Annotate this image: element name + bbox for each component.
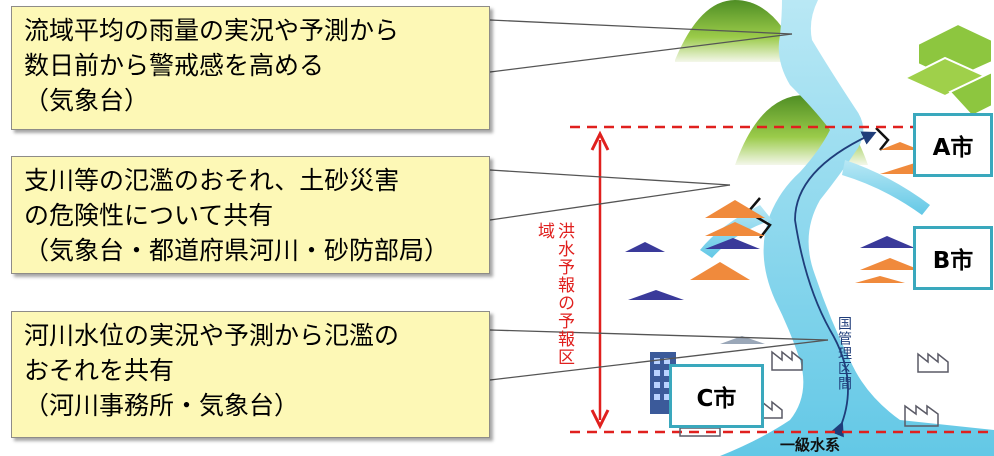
callout-line: おそれを共有 xyxy=(24,356,175,385)
management-arrow xyxy=(794,131,877,438)
leader-1 xyxy=(489,19,793,35)
callout-line: （気象台・都道府県河川・砂防部局） xyxy=(24,236,450,265)
callout-line: 河川水位の実況や予測から氾濫の xyxy=(24,321,400,350)
region-arrow-top xyxy=(590,130,610,151)
national-section-label: 国管理区間 xyxy=(836,316,852,391)
leader-2 xyxy=(489,169,731,186)
callout-line: 支川等の氾濫のおそれ、土砂災害 xyxy=(24,166,400,195)
river xyxy=(720,0,994,456)
callout-line: 数日前から警戒感を高める xyxy=(24,51,325,80)
fields xyxy=(902,22,993,118)
region-arrow-bottom xyxy=(590,409,610,430)
leader-3b xyxy=(489,339,829,381)
callout-line: （気象台） xyxy=(24,86,150,115)
leader-1b xyxy=(489,33,793,73)
callout-line: の危険性について共有 xyxy=(24,201,274,230)
city-a-label: A市 xyxy=(913,113,993,177)
forecast-region-label: 洪水予報の予報区域 xyxy=(534,222,574,366)
city-c-label: C市 xyxy=(669,364,764,428)
river-system-label: 一級水系 xyxy=(780,436,841,454)
callout-line: 流域平均の雨量の実況や予測から xyxy=(24,16,400,45)
callout-river-level: 河川水位の実況や予測から氾濫の おそれを共有 （河川事務所・気象台） xyxy=(11,311,490,438)
spill-arrow-2 xyxy=(875,127,890,151)
callout-weather-office: 流域平均の雨量の実況や予測から 数日前から警戒感を高める （気象台） xyxy=(11,6,490,130)
leader-2b xyxy=(489,184,731,221)
city-b-label: B市 xyxy=(913,226,993,290)
spill-arrow-1 xyxy=(746,197,772,239)
callout-tributary-sediment: 支川等の氾濫のおそれ、土砂災害 の危険性について共有 （気象台・都道府県河川・砂… xyxy=(11,156,490,274)
callout-line: （河川事務所・気象台） xyxy=(24,391,300,420)
leader-3 xyxy=(489,329,829,341)
